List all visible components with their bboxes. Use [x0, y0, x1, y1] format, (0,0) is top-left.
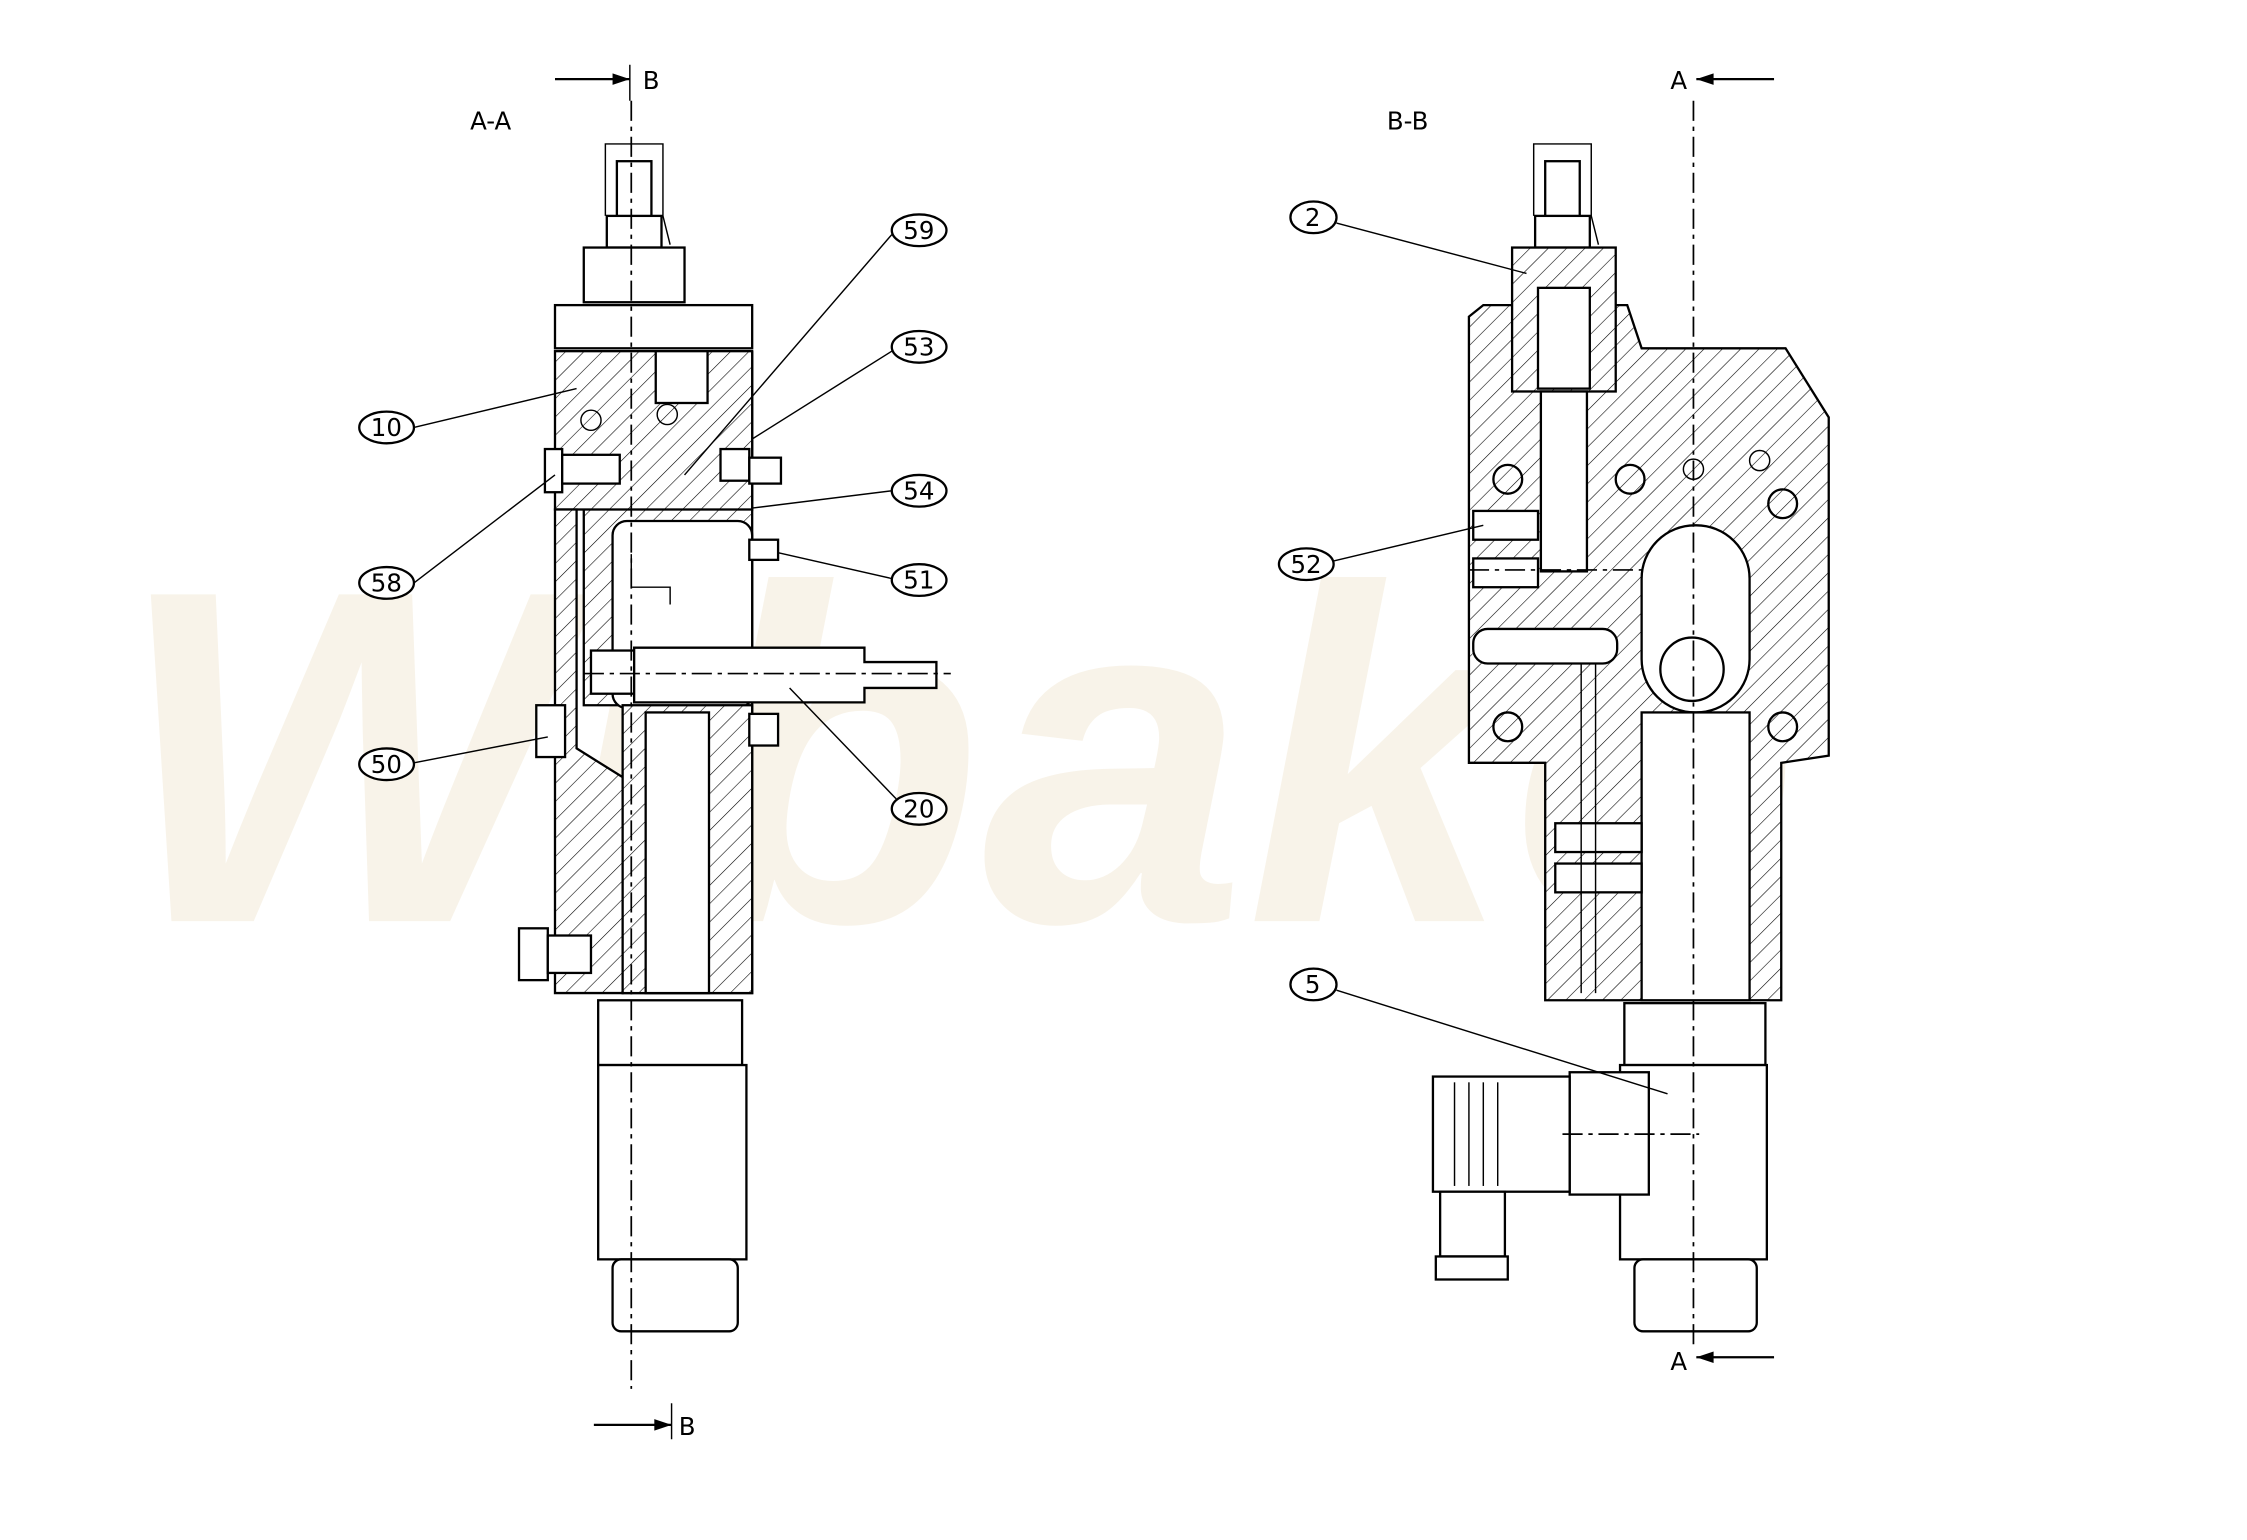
callouts-right: 2 52 5 — [1277, 200, 1668, 1095]
callout-52: 52 — [1290, 550, 1321, 579]
callout-54: 54 — [903, 476, 934, 505]
callout-59: 59 — [903, 216, 934, 245]
section-view-b-b: B-B A A — [1387, 66, 1830, 1376]
section-view-a-a: A-A B B — [470, 64, 951, 1441]
section-mark-b-bottom: B — [679, 1412, 696, 1441]
section-mark-a-top: A — [1670, 66, 1687, 95]
callout-10: 10 — [371, 413, 402, 442]
view-title-b-b: B-B — [1387, 107, 1429, 136]
callout-20: 20 — [903, 794, 934, 823]
callout-51: 51 — [903, 566, 934, 595]
callout-50: 50 — [371, 750, 402, 779]
section-mark-b-top: B — [643, 66, 660, 95]
section-mark-a-bottom: A — [1670, 1347, 1687, 1376]
callout-53: 53 — [903, 332, 934, 361]
callout-2: 2 — [1305, 203, 1321, 232]
callout-58: 58 — [371, 569, 402, 598]
callout-5: 5 — [1305, 970, 1321, 999]
callouts-left: 10 58 50 59 53 54 51 20 — [358, 213, 948, 826]
view-title-a-a: A-A — [470, 107, 511, 136]
